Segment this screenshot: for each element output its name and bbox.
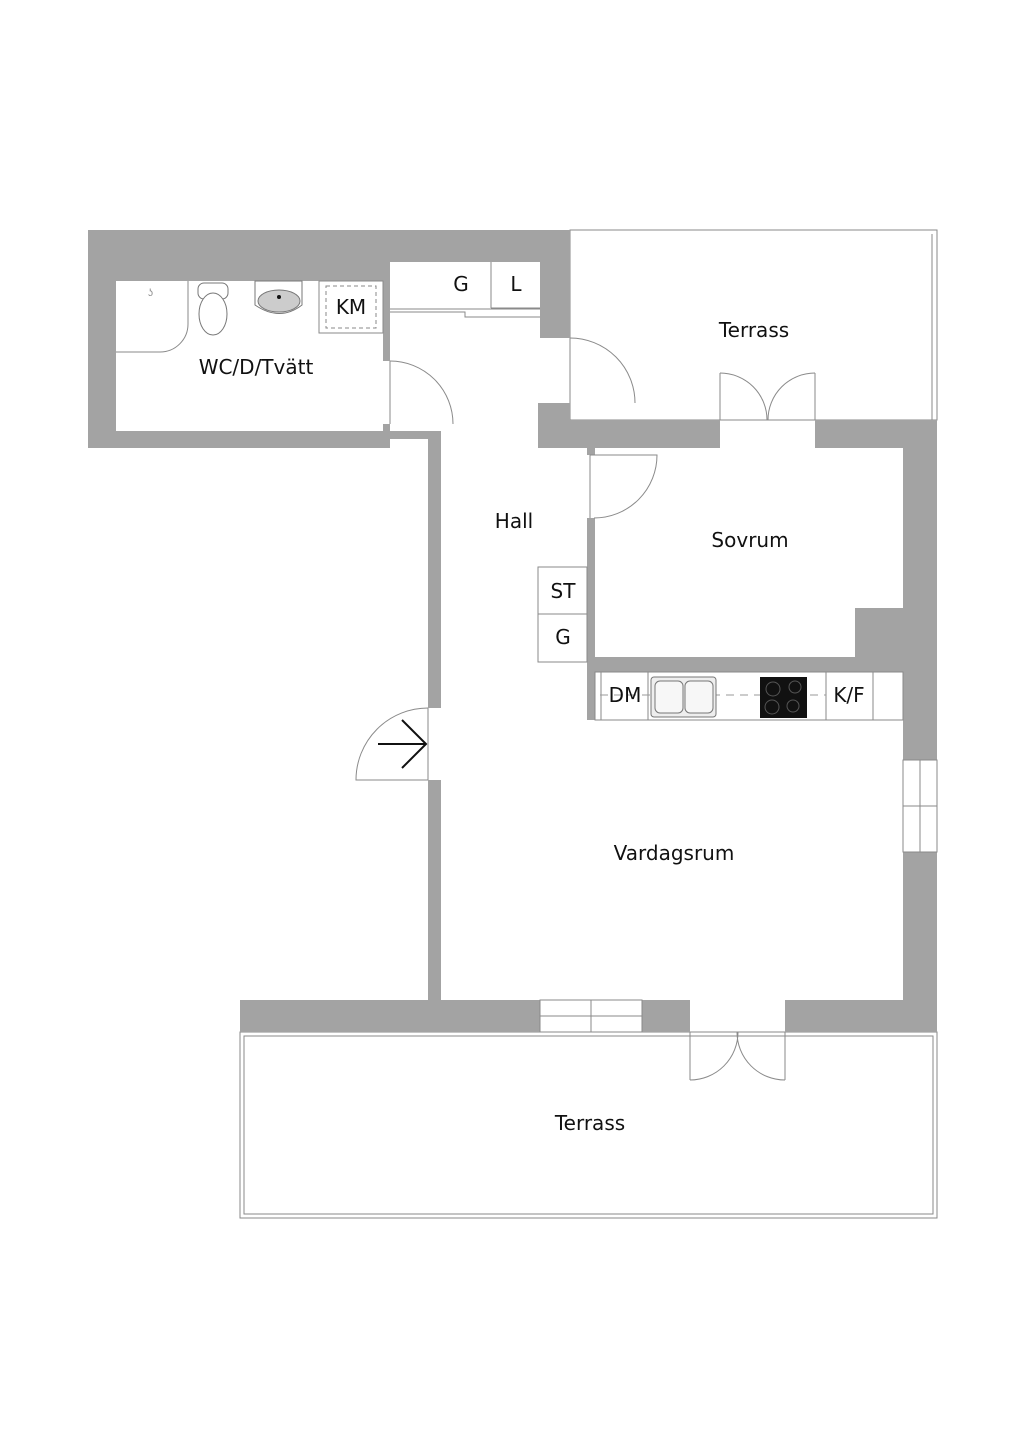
terrace-top-door	[569, 337, 636, 404]
hall-wardrobe-label: G	[453, 272, 469, 296]
stove-icon	[760, 677, 807, 718]
room-label-living: Vardagsrum	[614, 841, 735, 865]
window-right	[902, 759, 938, 853]
sink-double-icon	[650, 676, 717, 718]
room-label-terrace-top: Terrass	[718, 318, 789, 342]
toilet-icon	[197, 282, 229, 336]
sink-icon	[254, 280, 303, 314]
shower-icon: ʖ	[116, 281, 189, 353]
linen-closet-label: L	[510, 272, 522, 296]
bedroom-door	[589, 454, 658, 519]
bathroom-door	[389, 360, 454, 425]
svg-text:ʖ: ʖ	[148, 288, 153, 299]
fridge-freezer-label: K/F	[833, 683, 864, 707]
walls	[88, 230, 937, 1032]
dishwasher-label: DM	[609, 683, 642, 707]
hall-side-closets	[537, 566, 588, 663]
balcony-double-door-top	[719, 372, 816, 421]
entrance-arrow-icon	[378, 719, 428, 769]
room-label-bedroom: Sovrum	[711, 528, 788, 552]
room-label-hall: Hall	[495, 509, 533, 533]
hall-top-closets	[390, 262, 540, 318]
room-label-terrace-bottom: Terrass	[554, 1111, 625, 1135]
washing-machine-label: KM	[336, 295, 366, 319]
cleaning-closet-label: ST	[551, 579, 577, 603]
balcony-double-door-bottom	[689, 1031, 786, 1081]
hall-wardrobe-side-label: G	[555, 625, 571, 649]
room-label-bathroom: WC/D/Tvätt	[199, 355, 314, 379]
entrance-door	[355, 707, 429, 781]
window-bottom	[539, 999, 643, 1033]
washing-machine	[318, 280, 384, 334]
